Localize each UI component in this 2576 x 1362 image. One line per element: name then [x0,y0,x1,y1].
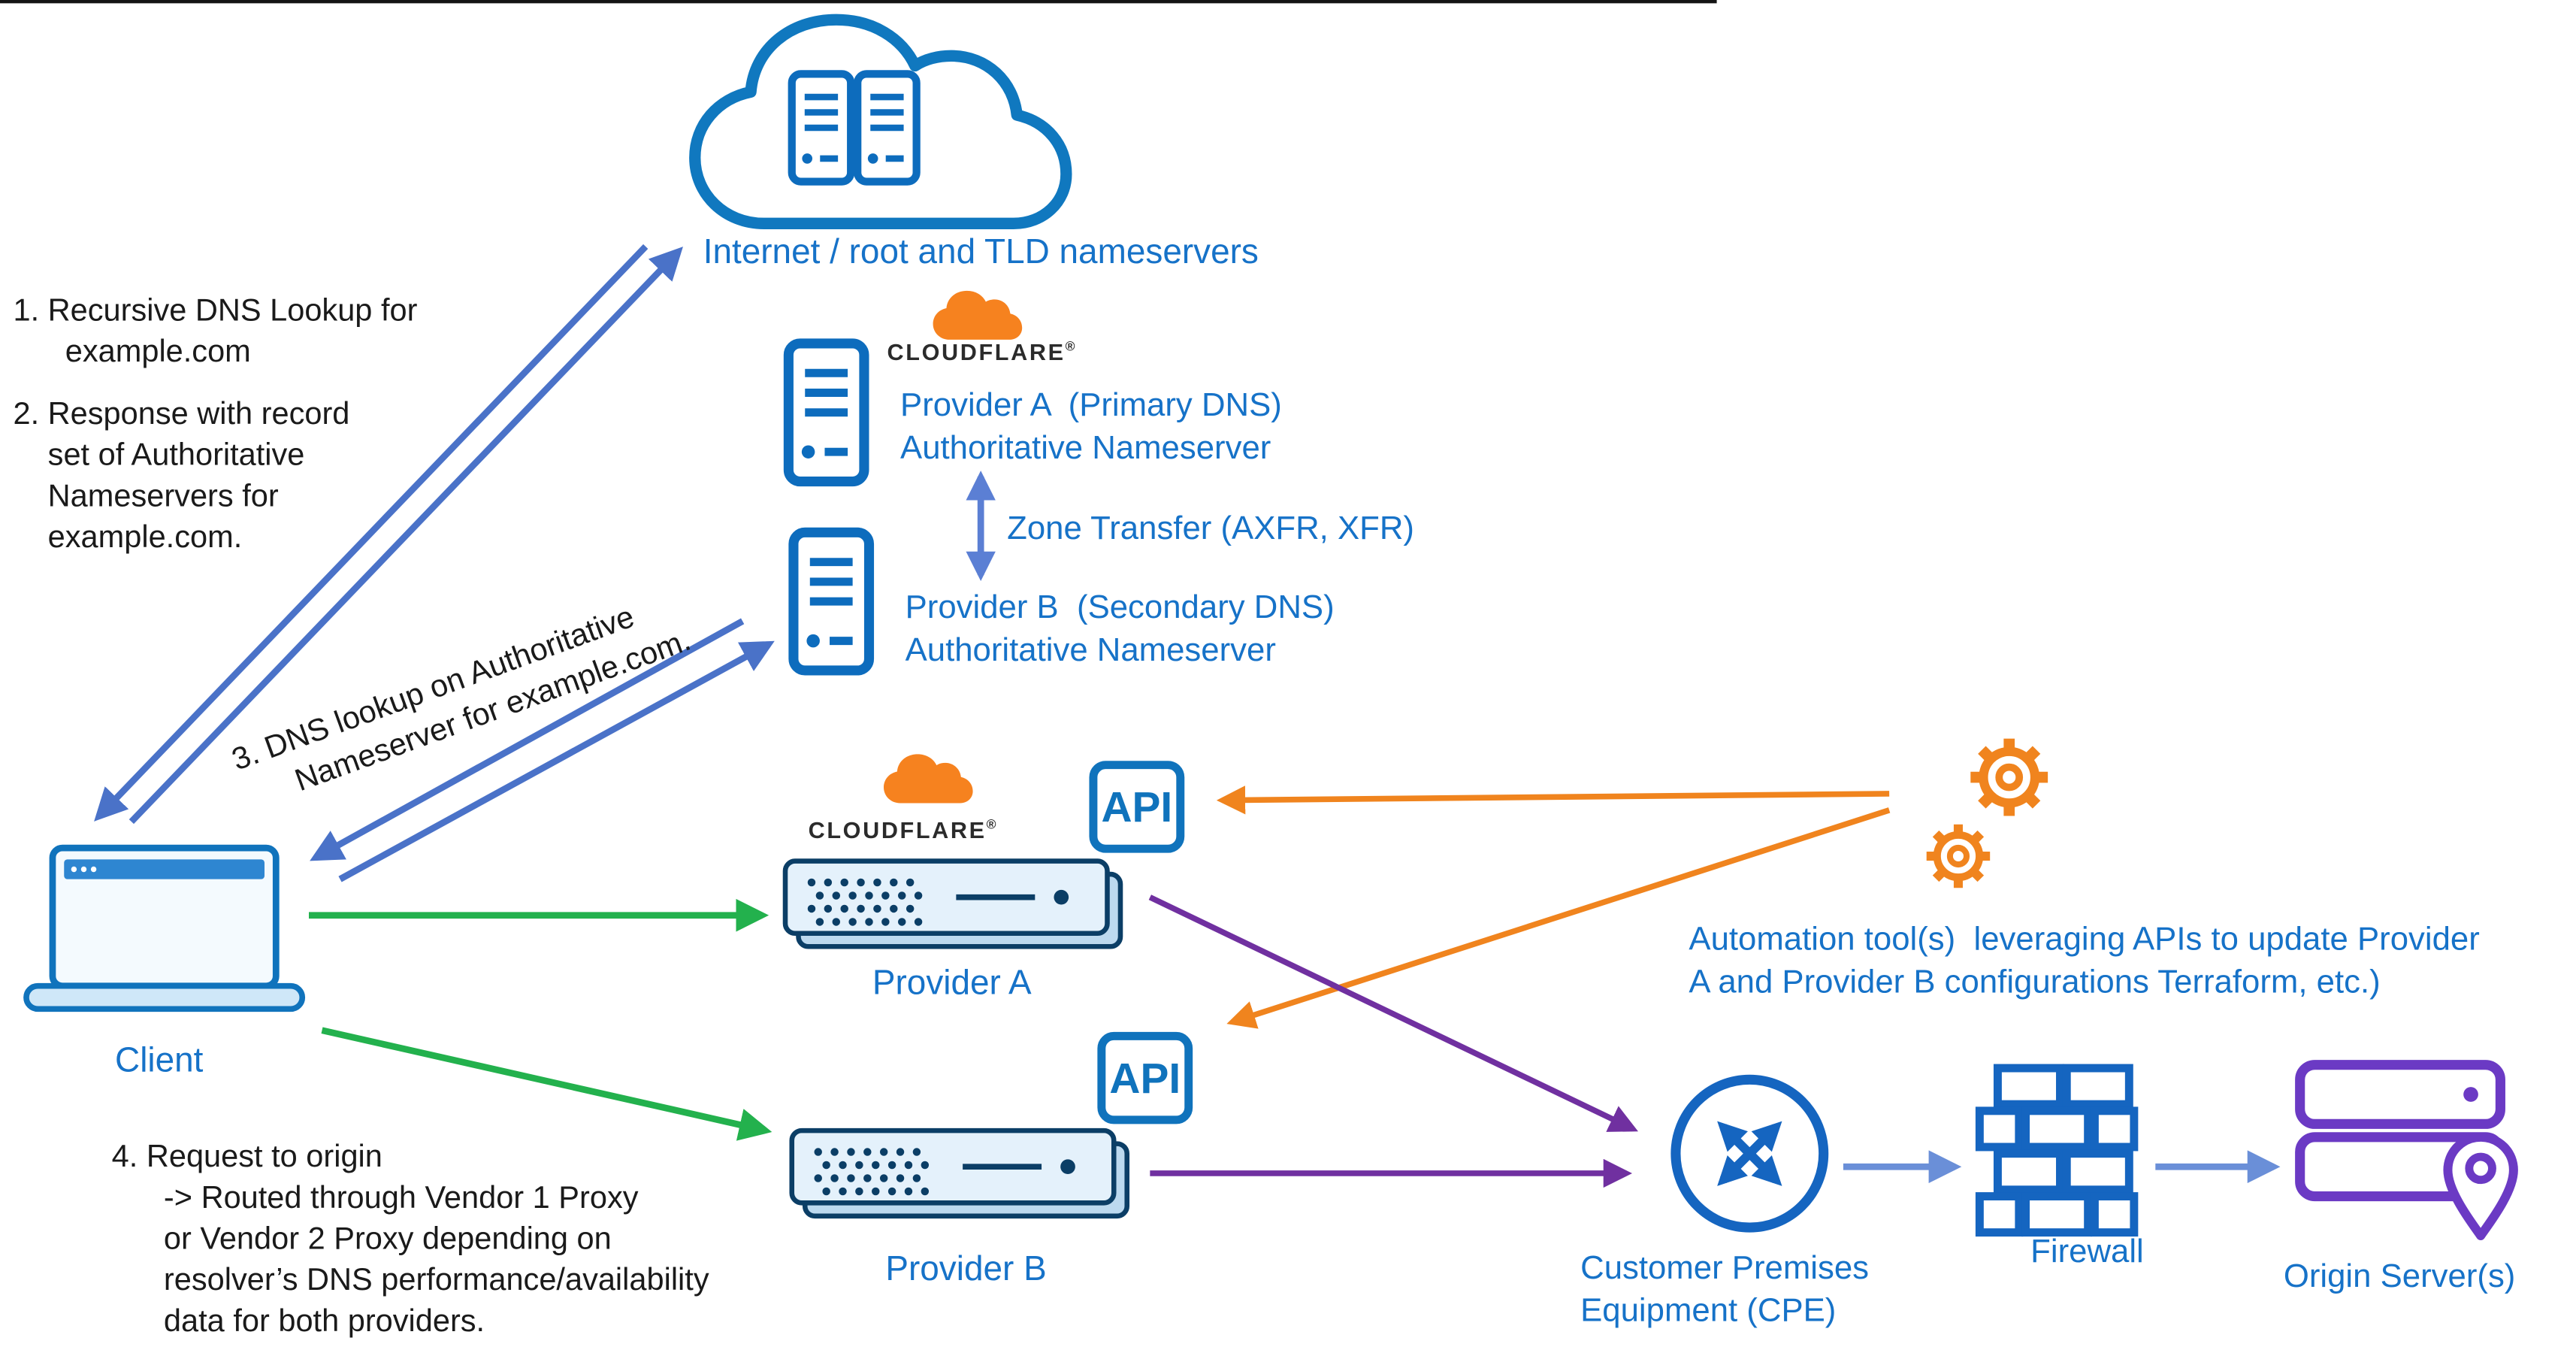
laptop-icon [23,844,306,1012]
provider-b-proxy-icon [792,1130,1127,1216]
internet-label: Internet / root and TLD nameservers [703,233,1259,271]
provider-b-nameserver-label: Provider B (Secondary DNS) Authoritative… [905,589,1335,670]
cpe-label: Customer Premises Equipment (CPE) [1580,1250,1870,1330]
automation-label: Automation tool(s) leveraging APIs to up… [1689,922,2480,1002]
origin-label: Origin Server(s) [2283,1258,2516,1295]
api-label-a: API [1101,781,1173,831]
arrow-dns-lookup-response [310,618,745,861]
tld-nameserver-icon [857,74,916,181]
location-pin-icon [2443,1132,2518,1241]
top-border-line [0,0,1717,4]
cloudflare-wordmark-nameserver: CLOUDFLARE® [887,338,1078,365]
provider-b-nameserver-icon [794,532,869,670]
api-box-provider-b: API [1097,1031,1193,1124]
step4-text: 4. Request to origin -> Routed through V… [111,1140,709,1340]
gears-icon [1927,739,2048,888]
firewall-icon [1975,1064,2139,1237]
api-label-b: API [1109,1052,1181,1102]
cloudflare-cloud-icon-proxy [884,754,973,804]
client-label: Client [115,1042,204,1080]
provider-a-nameserver-icon [788,344,864,482]
arrow-recursive-lookup [128,247,683,825]
cloudflare-cloud-icon-a [933,290,1023,340]
firewall-label: Firewall [2030,1233,2144,1270]
provider-a-proxy-icon [785,861,1120,947]
arrow-automation-to-api-a [1216,785,1890,815]
provider-a-nameserver-label: Provider A (Primary DNS) Authoritative N… [900,387,1282,468]
cpe-router-icon [1670,1074,1829,1233]
provider-a-label: Provider A [872,964,1032,1003]
provider-b-label: Provider B [885,1250,1047,1288]
root-nameserver-icon [792,74,851,181]
cloudflare-wordmark-proxy: CLOUDFLARE® [808,816,999,843]
arrow-recursive-response [94,244,649,822]
step1-text: 1. Recursive DNS Lookup for example.com [13,294,418,371]
origin-servers-icon [2295,1060,2518,1241]
arrow-provider-a-to-cpe [1148,894,1638,1132]
arrow-dns-lookup-to-nameserver [338,640,775,882]
zone-transfer-label: Zone Transfer (AXFR, XFR) [1007,510,1414,548]
internet-cloud-icon [695,20,1066,223]
api-box-provider-a: API [1089,761,1185,853]
step2-text: 2. Response with record set of Authorita… [13,398,350,556]
arrow-client-provider-b [321,1027,772,1141]
